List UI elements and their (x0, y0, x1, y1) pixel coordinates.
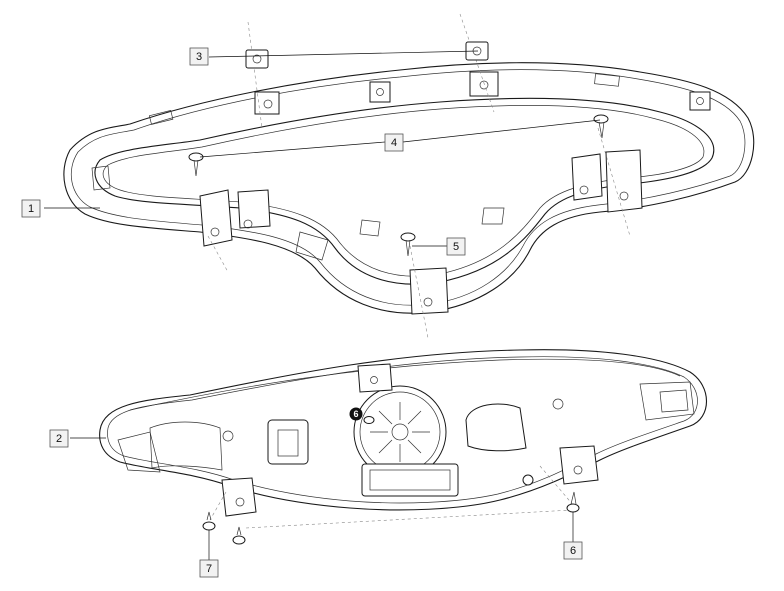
screw-part (202, 511, 246, 545)
screw-part (566, 491, 580, 513)
cluster-housing-part (99, 349, 708, 529)
svg-text:2: 2 (56, 433, 62, 445)
svg-text:3: 3 (196, 51, 202, 63)
inline-marker-6: 6 (349, 407, 363, 421)
leader-lines (44, 50, 601, 560)
svg-text:4: 4 (391, 137, 397, 149)
callout-6: 6 (563, 541, 583, 560)
screw-part (400, 232, 416, 257)
callout-4: 4 (384, 133, 404, 152)
callout-2: 2 (49, 429, 69, 448)
callout-1: 1 (21, 199, 41, 218)
svg-text:6: 6 (353, 409, 358, 419)
callout-7: 7 (199, 559, 219, 578)
speed-nut-part (245, 41, 489, 69)
screw-part (363, 416, 375, 424)
svg-text:1: 1 (28, 203, 34, 215)
callout-5: 5 (446, 237, 466, 256)
callout-3: 3 (189, 47, 209, 66)
svg-text:6: 6 (570, 545, 576, 557)
svg-text:7: 7 (206, 563, 212, 575)
bezel-frame-part (63, 13, 755, 339)
svg-text:5: 5 (453, 241, 459, 253)
